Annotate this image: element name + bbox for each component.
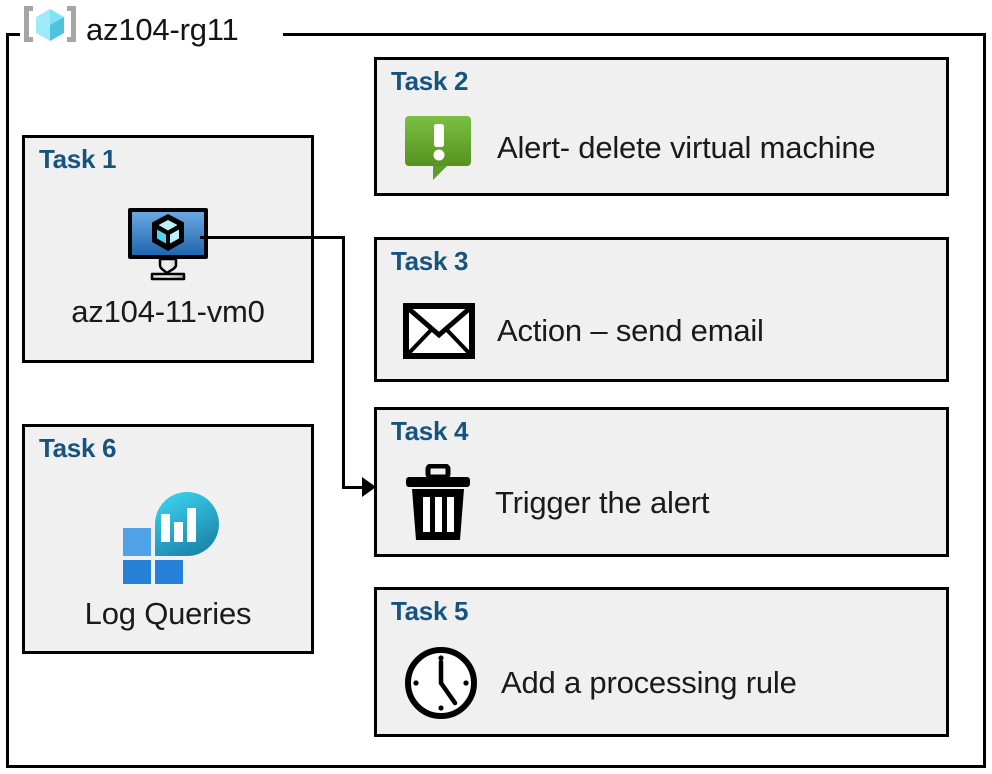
resource-group-frame-top-right-border [283,33,986,36]
resource-group-cube-icon [20,2,80,58]
task6-box[interactable]: Task 6 [22,424,314,654]
resource-group-frame-bottom-border [6,765,986,768]
task1-label: Task 1 [39,144,117,174]
task3-text: Action – send email [497,312,764,348]
connector-segment-horizontal-bottom [342,486,364,489]
task1-caption: az104-11-vm0 [71,294,265,329]
task5-text: Add a processing rule [501,665,797,700]
virtual-machine-icon [124,206,212,282]
task5-label: Task 5 [391,596,469,626]
task4-text: Trigger the alert [495,485,710,520]
resource-group-frame-left-border [6,33,9,768]
resource-group-frame-top-left-border [6,33,32,36]
log-analytics-icon [113,484,223,584]
resource-group-name: az104-rg11 [86,12,239,47]
alert-exclamation-icon [403,114,475,182]
trash-can-icon [403,464,473,542]
connector-segment-vertical [342,236,345,488]
connector-arrowhead-icon [362,477,376,497]
clock-icon [403,645,479,721]
resource-group-frame-right-border [983,33,986,768]
task3-box[interactable]: Task 3 Action – send email [374,237,949,382]
task2-text: Alert- delete virtual machine [497,129,876,165]
task1-content: az104-11-vm0 [25,176,311,360]
task1-box[interactable]: Task 1 [22,135,314,363]
task5-box[interactable]: Task 5 Add a processing rule [374,587,949,737]
connector-segment-horizontal-top [200,236,345,239]
task2-box[interactable]: Task 2 Alert- delete virtual machin [374,57,949,196]
task3-content: Action – send email [377,282,946,379]
task3-label: Task 3 [391,246,469,276]
task5-content: Add a processing rule [377,632,946,734]
envelope-icon [403,302,475,359]
task2-label: Task 2 [391,66,469,96]
task2-content: Alert- delete virtual machine [377,102,946,193]
task6-label: Task 6 [39,433,117,463]
resource-group-header: az104-rg11 [20,2,247,58]
task6-caption: Log Queries [84,596,252,631]
task4-content: Trigger the alert [377,452,946,554]
task4-label: Task 4 [391,416,469,446]
task4-box[interactable]: Task 4 Trigger the alert [374,407,949,557]
task6-content: Log Queries [25,465,311,651]
